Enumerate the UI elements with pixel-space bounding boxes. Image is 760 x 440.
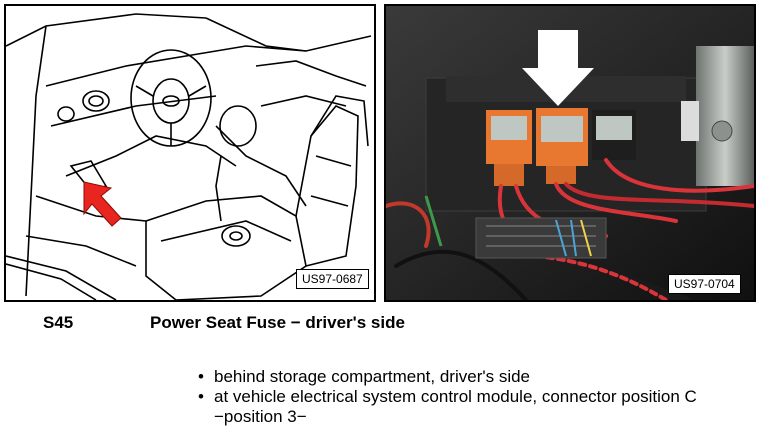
red-location-arrow bbox=[83, 181, 122, 227]
location-item: •at vehicle electrical system control mo… bbox=[198, 387, 697, 426]
fuse-holder-right bbox=[592, 110, 636, 160]
roof-line bbox=[6, 13, 207, 47]
component-code: S45 bbox=[43, 313, 74, 332]
seat-back bbox=[295, 105, 359, 267]
component-title: Power Seat Fuse − driver's side bbox=[150, 313, 405, 332]
fuse-holder-left bbox=[486, 110, 532, 186]
fuse-holder-center bbox=[536, 108, 588, 184]
location-item: •behind storage compartment, driver's si… bbox=[198, 367, 531, 386]
dashboard-top bbox=[45, 45, 307, 87]
fuse-photo-svg bbox=[386, 6, 754, 300]
figure-ref-right: US97-0704 bbox=[668, 274, 741, 294]
a-pillar bbox=[25, 25, 47, 297]
seat-cushion bbox=[145, 195, 307, 300]
fuse-block-photo: US97-0704 bbox=[384, 4, 756, 302]
sill-line bbox=[6, 255, 117, 300]
dashboard-lower bbox=[65, 135, 237, 177]
figure-ref-left: US97-0687 bbox=[296, 269, 369, 289]
bullet-icon: • bbox=[198, 367, 204, 386]
location-list: •behind storage compartment, driver's si… bbox=[198, 367, 760, 427]
bullet-icon: • bbox=[198, 387, 204, 406]
interior-drawing-svg bbox=[6, 13, 372, 300]
interior-line-drawing: US97-0687 bbox=[4, 4, 376, 302]
white-location-arrow bbox=[522, 30, 594, 106]
